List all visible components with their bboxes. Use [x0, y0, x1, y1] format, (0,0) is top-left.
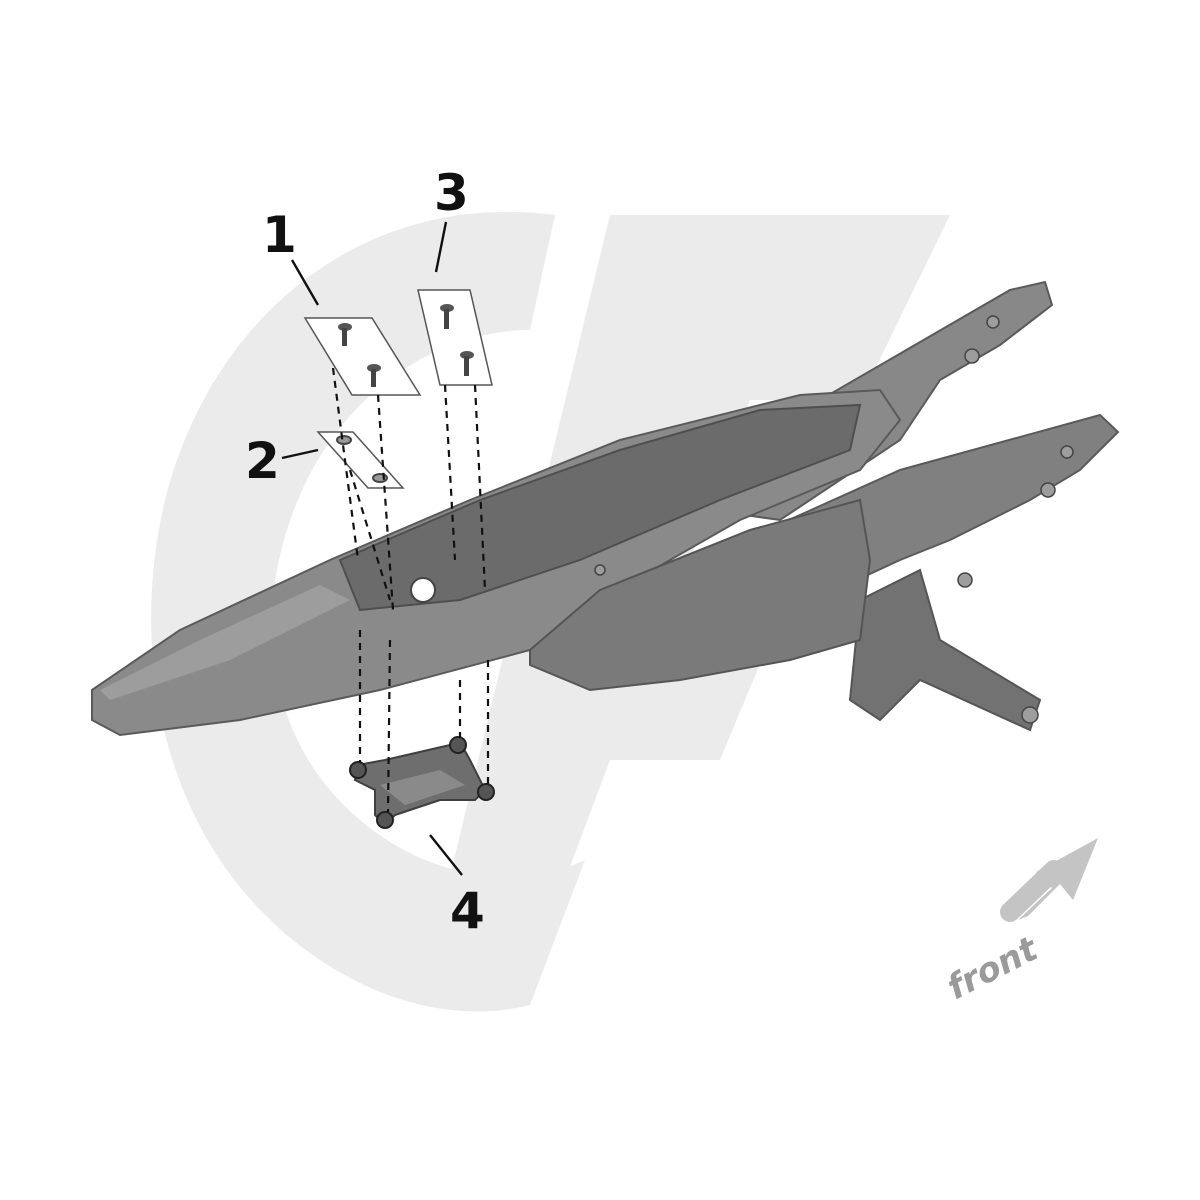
- mounting-arm: [848, 568, 1042, 732]
- front-direction-label: front: [941, 928, 1046, 1008]
- washer-icon: [336, 435, 352, 445]
- rear-fender-frame-assembly: [91, 280, 1120, 737]
- callout-3: 3: [434, 164, 469, 222]
- washer-icon: [372, 473, 388, 483]
- bolt-icon: [367, 364, 381, 387]
- leader-line-1: [290, 259, 320, 306]
- bolt-icon: [338, 323, 352, 346]
- bolt-hole: [410, 577, 436, 603]
- part-1-bolt-set: [303, 317, 422, 396]
- part-3-bolt-set: [417, 289, 493, 386]
- leader-line-2: [281, 448, 319, 460]
- inner-tub: [338, 403, 862, 612]
- side-panel: [529, 498, 872, 692]
- callout-1: 1: [262, 206, 297, 264]
- cf-logo-watermark: [151, 211, 950, 1012]
- bolt-icon: [440, 304, 454, 329]
- callout-2: 2: [245, 432, 280, 490]
- leader-line-4: [429, 834, 463, 876]
- front-arrow-icon: [1000, 838, 1098, 922]
- bolt-icon: [460, 351, 474, 376]
- part-2-washer-set: [316, 431, 405, 489]
- leader-line-3: [434, 221, 448, 273]
- callout-4: 4: [450, 882, 485, 940]
- alignment-lines: [331, 367, 490, 813]
